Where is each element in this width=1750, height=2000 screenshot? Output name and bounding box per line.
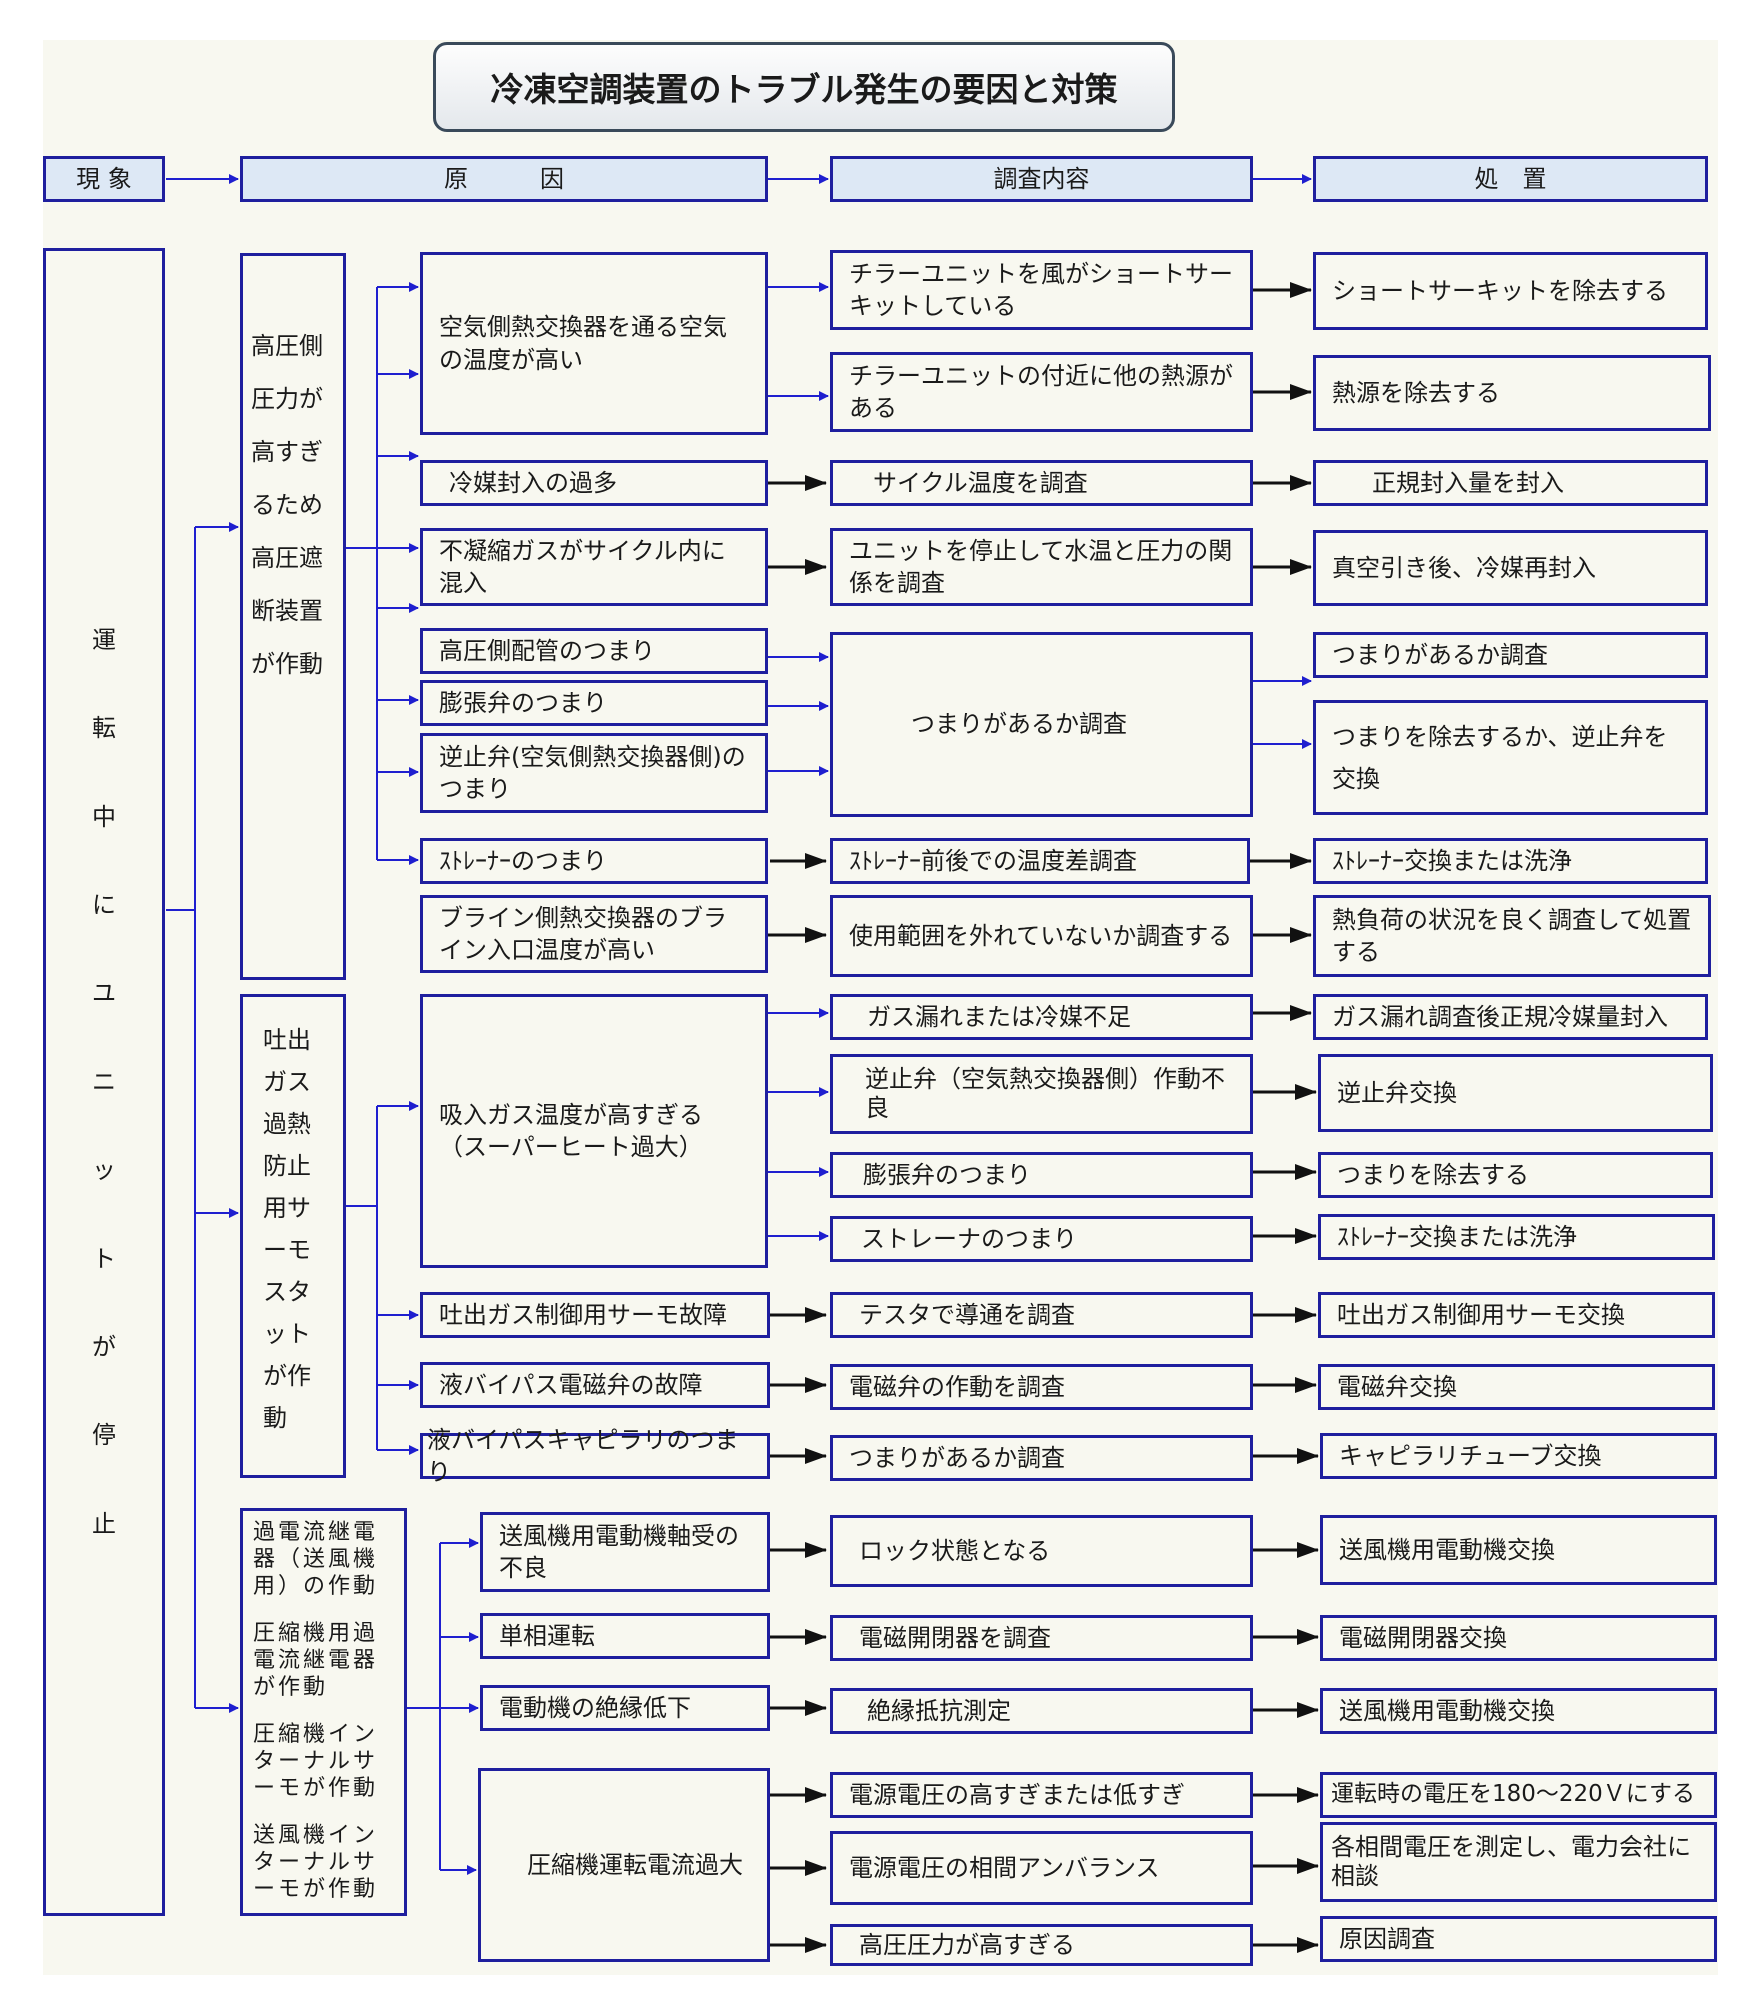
investigation-gas-leak: ガス漏れまたは冷媒不足 <box>830 994 1253 1040</box>
phenomenon-char: が <box>92 1332 116 1361</box>
action-remove-clog: つまりを除去するか、逆止弁を交換 <box>1313 700 1708 815</box>
investigation-short-circuit: チラーユニットを風がショートサーキットしている <box>830 250 1253 330</box>
investigation-clog-2: つまりがあるか調査 <box>830 1435 1253 1481</box>
investigation-strainer-clog: ストレーナのつまり <box>830 1216 1253 1262</box>
phenomenon-char: 運 <box>92 625 116 654</box>
cause-single-phase: 単相運転 <box>480 1613 770 1659</box>
action-clog-check: つまりがあるか調査 <box>1313 632 1708 678</box>
action-voltage-set: 運転時の電圧を180〜220Ｖにする <box>1320 1772 1717 1818</box>
action-remove-heat: 熱源を除去する <box>1313 355 1711 431</box>
cause-insulation: 電動機の絶縁低下 <box>480 1685 770 1731</box>
investigation-cycle-temp: サイクル温度を調査 <box>830 460 1253 506</box>
condition-line: が作 <box>263 1362 311 1390</box>
phenomenon-char: ッ <box>92 1156 116 1185</box>
investigation-check-valve: 逆止弁（空気熱交換器側）作動不良 <box>830 1054 1253 1134</box>
condition-line: 送風機インターナルサーモが作動 <box>253 1823 379 1902</box>
investigation-range: 使用範囲を外れていないか調査する <box>830 895 1253 977</box>
condition-line: 高すぎ <box>251 438 323 466</box>
condition-line: るため <box>251 491 323 519</box>
investigation-solenoid: 電磁弁の作動を調査 <box>830 1364 1253 1410</box>
action-check-valve-replace: 逆止弁交換 <box>1318 1054 1713 1132</box>
phenomenon-char: 転 <box>92 714 116 743</box>
investigation-tester: テスタで導通を調査 <box>830 1292 1253 1338</box>
condition-high-pressure: 高圧側 圧力が 高すぎ るため 高圧遮 断装置 が作動 <box>240 253 346 980</box>
action-phase-measure: 各相間電圧を測定し、電力会社に相談 <box>1320 1822 1717 1902</box>
condition-line: 圧縮機インターナルサーモが作動 <box>253 1722 379 1801</box>
action-contactor-replace: 電磁開閉器交換 <box>1320 1615 1717 1661</box>
cause-check-valve: 逆止弁(空気側熱交換器側)のつまり <box>420 733 768 813</box>
investigation-insulation: 絶縁抵抗測定 <box>830 1688 1253 1734</box>
investigation-phase-imbalance: 電源電圧の相間アンバランス <box>830 1831 1253 1905</box>
condition-line: ガス <box>263 1068 311 1096</box>
investigation-heat-source: チラーユニットの付近に他の熱源がある <box>830 352 1253 432</box>
action-capillary-replace: キャピラリチューブ交換 <box>1320 1433 1717 1479</box>
action-strainer: ｽﾄﾚｰﾅｰ交換または洗浄 <box>1313 838 1708 884</box>
phenomenon-char: 停 <box>92 1421 116 1450</box>
condition-line: 用サ <box>263 1194 311 1222</box>
investigation-lock: ロック状態となる <box>830 1515 1253 1587</box>
condition-line: 過電流継電器（送風機用）の作動 <box>253 1520 379 1599</box>
condition-line: 動 <box>263 1404 287 1432</box>
header-phenomenon: 現 象 <box>43 156 165 202</box>
action-leak-fix: ガス漏れ調査後正規冷媒量封入 <box>1313 994 1708 1040</box>
condition-line: 圧縮機用過電流継電器が作動 <box>253 1621 379 1700</box>
investigation-clog: つまりがあるか調査 <box>830 632 1253 817</box>
header-investigation: 調査内容 <box>830 156 1253 202</box>
phenomenon-char: 止 <box>92 1509 116 1538</box>
condition-line: 断装置 <box>251 597 323 625</box>
cause-brine: ブライン側熱交換器のブライン入口温度が高い <box>420 895 768 973</box>
investigation-voltage: 電源電圧の高すぎまたは低すぎ <box>830 1772 1253 1818</box>
investigation-expansion-clog: 膨張弁のつまり <box>830 1152 1253 1198</box>
action-vacuum: 真空引き後、冷媒再封入 <box>1313 530 1708 606</box>
condition-line: ーモ <box>263 1236 311 1264</box>
phenomenon-char: 中 <box>92 802 116 831</box>
condition-line: 吐出 <box>263 1026 311 1054</box>
investigation-strainer-temp: ｽﾄﾚｰﾅｰ前後での温度差調査 <box>830 838 1250 884</box>
action-charge: 正規封入量を封入 <box>1313 460 1708 506</box>
action-motor-replace-2: 送風機用電動機交換 <box>1320 1688 1717 1734</box>
action-motor-replace: 送風機用電動機交換 <box>1320 1515 1717 1585</box>
action-solenoid-replace: 電磁弁交換 <box>1318 1364 1715 1410</box>
action-expansion-remove: つまりを除去する <box>1318 1152 1713 1198</box>
page-title: 冷凍空調装置のトラブル発生の要因と対策 <box>433 42 1175 132</box>
investigation-contactor: 電磁開閉器を調査 <box>830 1615 1253 1661</box>
action-thermo-replace: 吐出ガス制御用サーモ交換 <box>1318 1292 1715 1338</box>
condition-line: 高圧側 <box>251 332 323 360</box>
condition-discharge-thermostat: 吐出 ガス 過熱 防止 用サ ーモ スタ ット が作 動 <box>240 994 346 1478</box>
cause-compressor-current: 圧縮機運転電流過大 <box>478 1768 770 1962</box>
condition-line: スタ <box>263 1278 311 1306</box>
action-remove-short: ショートサーキットを除去する <box>1313 252 1708 330</box>
action-cause-check: 原因調査 <box>1320 1916 1717 1962</box>
cause-bearing: 送風機用電動機軸受の不良 <box>480 1512 770 1592</box>
cause-expansion-valve: 膨張弁のつまり <box>420 680 768 726</box>
cause-suction-superheat: 吸入ガス温度が高すぎる（スーパーヒート過大） <box>420 994 768 1268</box>
condition-line: 過熱 <box>263 1110 311 1138</box>
condition-line: が作動 <box>251 650 323 678</box>
cause-hp-pipe: 高圧側配管のつまり <box>420 628 768 674</box>
action-strainer-2: ｽﾄﾚｰﾅｰ交換または洗浄 <box>1318 1214 1715 1260</box>
cause-air-temp: 空気側熱交換器を通る空気の温度が高い <box>420 252 768 435</box>
cause-thermo-fault: 吐出ガス制御用サーモ故障 <box>420 1292 770 1338</box>
action-heat-load: 熱負荷の状況を良く調査して処置する <box>1313 895 1711 977</box>
condition-line: 高圧遮 <box>251 544 323 572</box>
cause-bypass-valve: 液バイパス電磁弁の故障 <box>420 1362 770 1408</box>
phenomenon-char: ユ <box>92 979 116 1008</box>
phenomenon-box: 運 転 中 に ユ ニ ッ ト が 停 止 <box>43 248 165 1916</box>
investigation-water-temp: ユニットを停止して水温と圧力の関係を調査 <box>830 528 1253 606</box>
phenomenon-char: ニ <box>92 1067 116 1096</box>
condition-line: ット <box>263 1320 311 1348</box>
phenomenon-char: に <box>92 891 116 920</box>
condition-line: 防止 <box>263 1152 311 1180</box>
header-action: 処 置 <box>1313 156 1708 202</box>
condition-overcurrent: 過電流継電器（送風機用）の作動 圧縮機用過電流継電器が作動 圧縮機インターナルサ… <box>240 1508 407 1916</box>
cause-noncondensable: 不凝縮ガスがサイクル内に混入 <box>420 528 768 606</box>
condition-line: 圧力が <box>251 385 323 413</box>
investigation-hp-high: 高圧圧力が高すぎる <box>830 1924 1253 1966</box>
cause-overcharge: 冷媒封入の過多 <box>420 460 768 506</box>
cause-strainer: ｽﾄﾚｰﾅｰのつまり <box>420 838 768 884</box>
header-cause: 原 因 <box>240 156 768 202</box>
phenomenon-char: ト <box>92 1244 116 1273</box>
